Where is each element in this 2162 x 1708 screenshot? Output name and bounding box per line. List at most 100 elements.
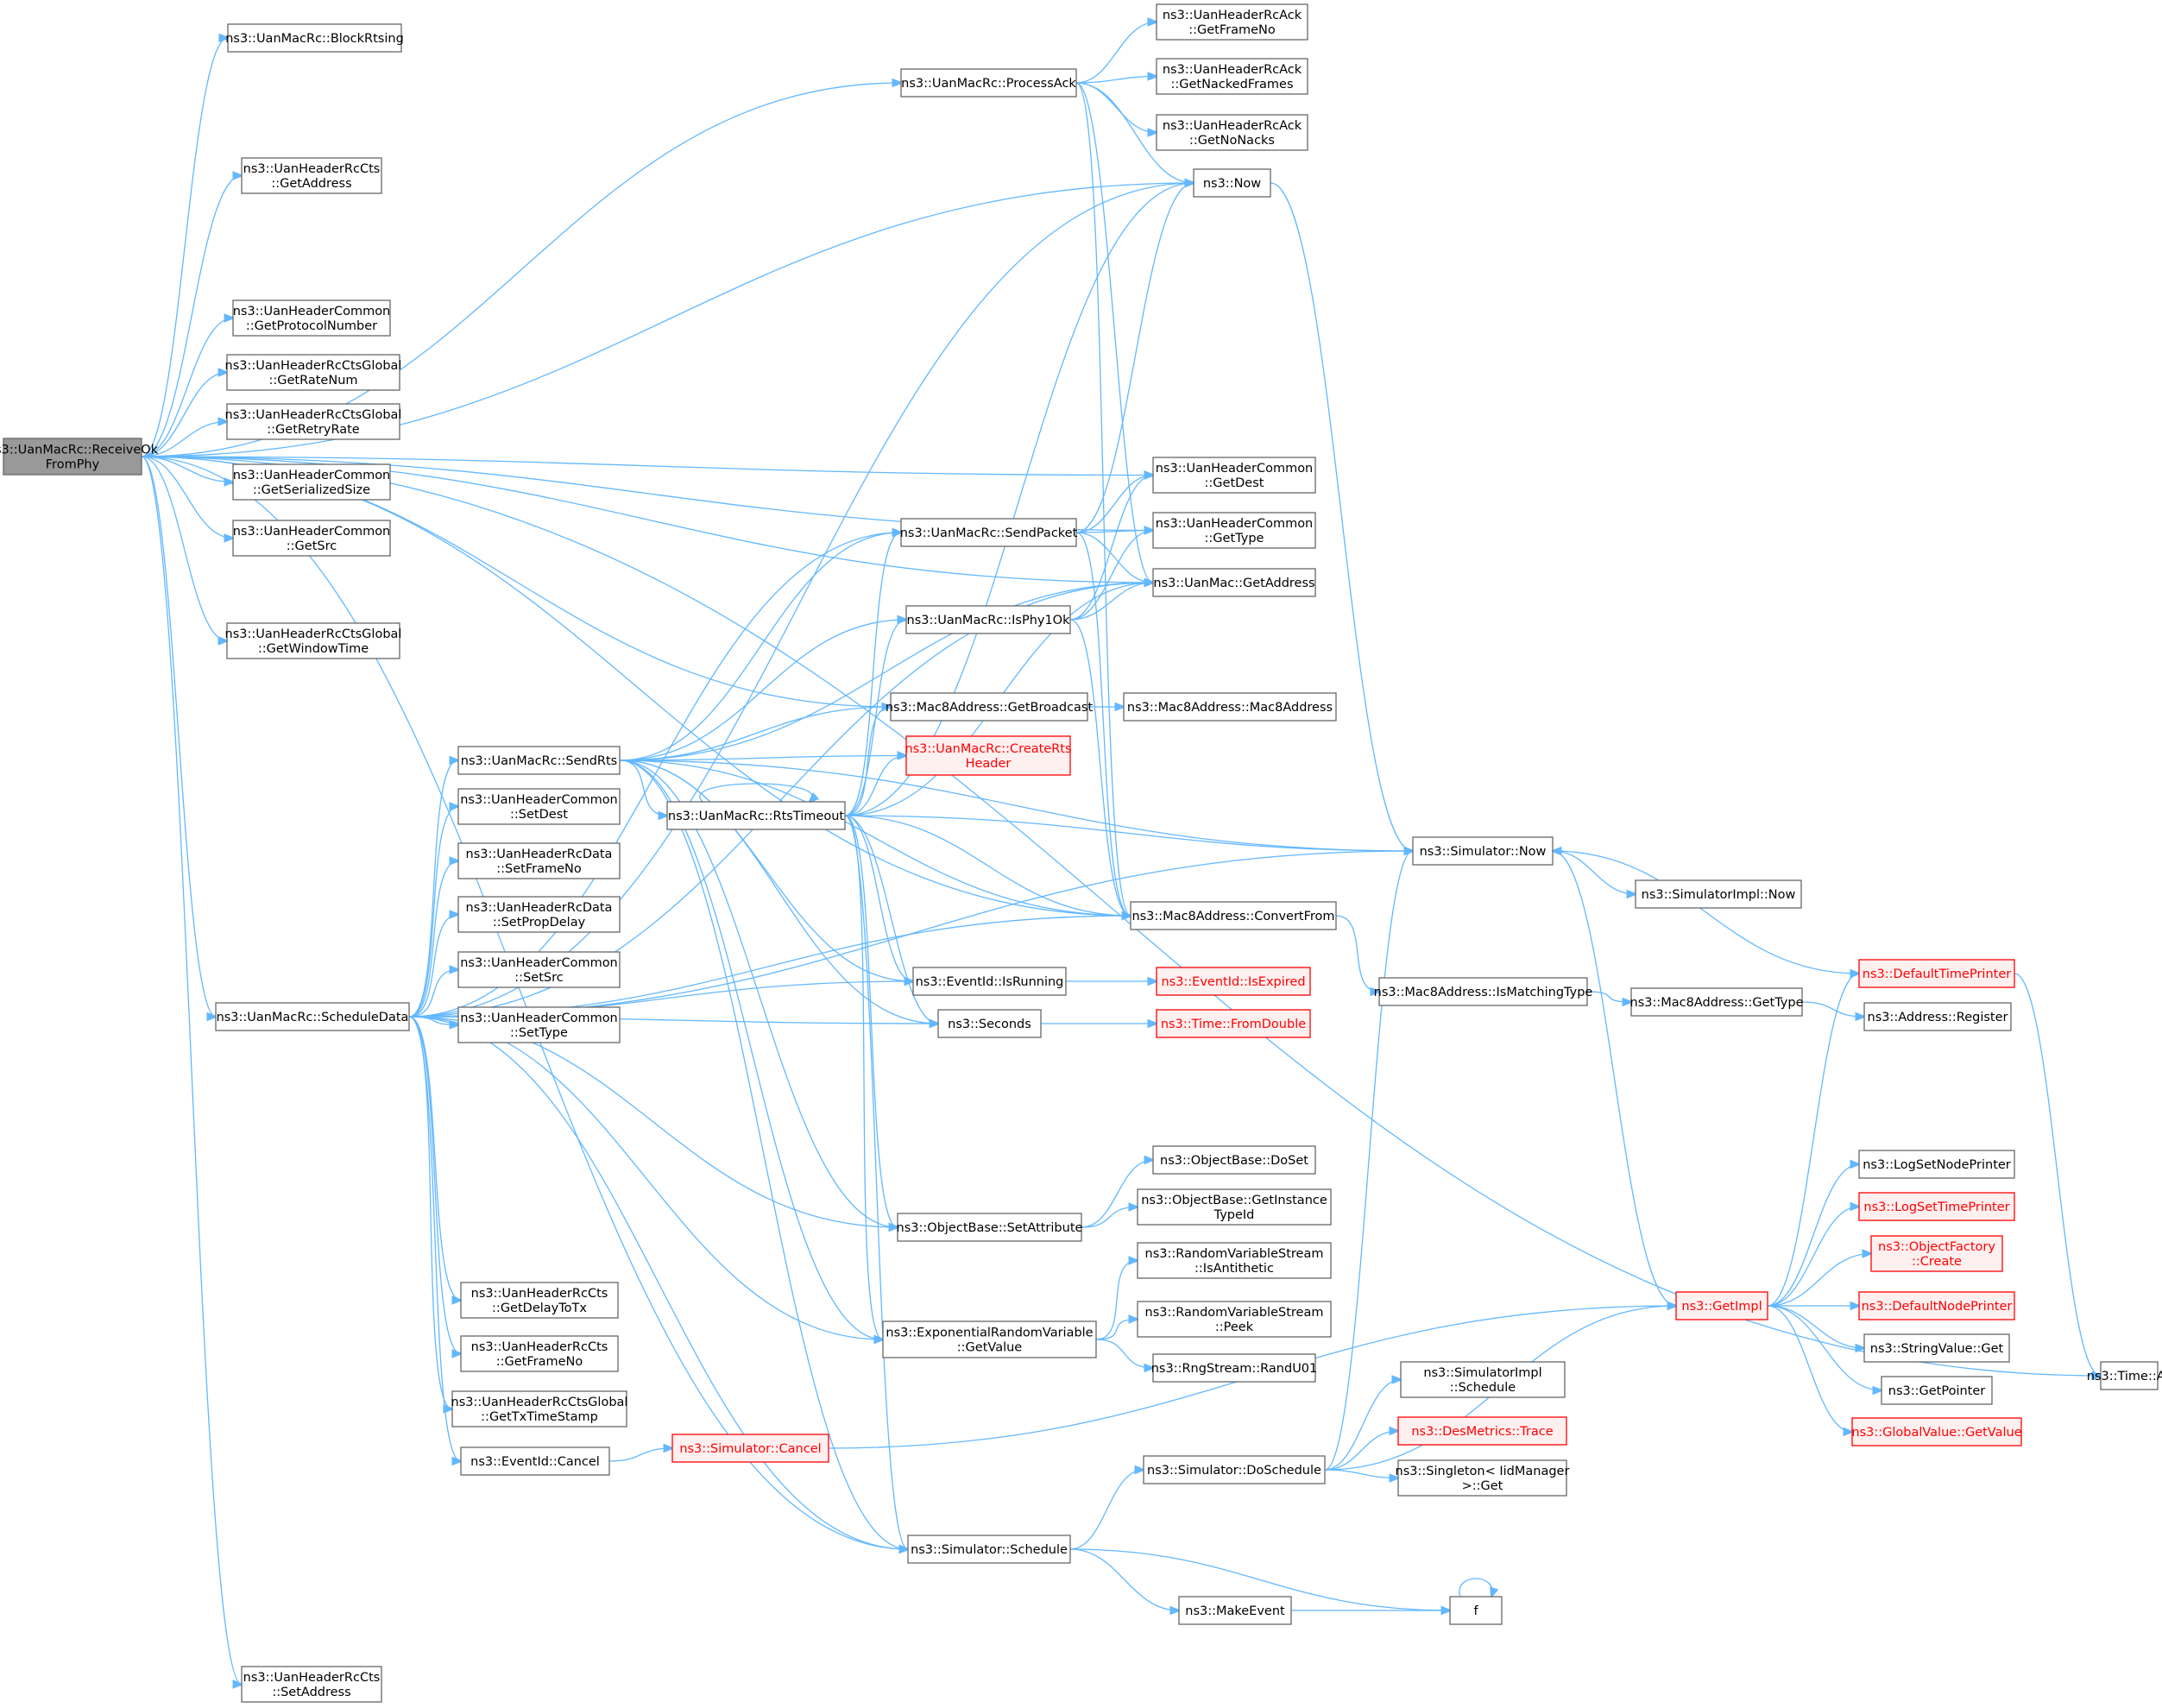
node-make-event[interactable]: ns3::MakeEvent — [1178, 1596, 1292, 1625]
node-f[interactable]: f — [1449, 1596, 1503, 1625]
node-log-set-time-printer[interactable]: ns3::LogSetTimePrinter — [1858, 1192, 2015, 1221]
node-is-expired[interactable]: ns3::EventId::IsExpired — [1156, 967, 1311, 996]
node-set-attribute[interactable]: ns3::ObjectBase::SetAttribute — [897, 1213, 1083, 1242]
node-data-set-prop-delay[interactable]: ns3::UanHeaderRcData::SetPropDelay — [457, 896, 621, 933]
node-common-get-proto[interactable]: ns3::UanHeaderCommon::GetProtocolNumber — [232, 299, 391, 337]
node-is-matching-type[interactable]: ns3::Mac8Address::IsMatchingType — [1374, 977, 1593, 1006]
node-peek[interactable]: ns3::RandomVariableStream::Peek — [1137, 1301, 1332, 1338]
node-label-line: ::SetSrc — [514, 971, 563, 985]
edge-rts-timeout-to-now — [844, 183, 1194, 816]
node-rand-u01[interactable]: ns3::RngStream::RandU01 — [1151, 1353, 1318, 1383]
node-process-ack[interactable]: ns3::UanMacRc::ProcessAck — [900, 68, 1077, 98]
node-label-line: ns3::Mac8Address::IsMatchingType — [1374, 986, 1593, 999]
node-event-cancel[interactable]: ns3::EventId::Cancel — [460, 1446, 610, 1476]
node-do-set[interactable]: ns3::ObjectBase::DoSet — [1152, 1145, 1316, 1175]
node-string-value-get[interactable]: ns3::StringValue::Get — [1863, 1333, 2010, 1363]
node-log-set-node-printer[interactable]: ns3::LogSetNodePrinter — [1858, 1150, 2015, 1179]
node-common-set-dest[interactable]: ns3::UanHeaderCommon::SetDest — [457, 788, 621, 825]
node-addr-register[interactable]: ns3::Address::Register — [1863, 1002, 2012, 1031]
node-label-line: ns3::UanHeaderCommon — [1156, 517, 1314, 531]
node-impl-now[interactable]: ns3::SimulatorImpl::Now — [1635, 879, 1802, 909]
node-mac8-ctor[interactable]: ns3::Mac8Address::Mac8Address — [1123, 692, 1337, 722]
node-box — [1378, 977, 1588, 1006]
node-cts-get-addr[interactable]: ns3::UanHeaderRcCts::GetAddress — [241, 157, 382, 194]
node-from-double[interactable]: ns3::Time::FromDouble — [1156, 1009, 1311, 1038]
node-common-get-src[interactable]: ns3::UanHeaderCommon::GetSrc — [232, 520, 391, 557]
node-is-antithetic[interactable]: ns3::RandomVariableStream::IsAntithetic — [1137, 1242, 1332, 1279]
node-event-is-running[interactable]: ns3::EventId::IsRunning — [912, 967, 1067, 996]
node-common-get-type[interactable]: ns3::UanHeaderCommon::GetType — [1152, 512, 1316, 549]
node-box — [912, 967, 1067, 996]
node-mac8-get-type[interactable]: ns3::Mac8Address::GetType — [1630, 987, 1804, 1017]
node-common-set-type[interactable]: ns3::UanHeaderCommon::SetType — [457, 1006, 621, 1043]
node-box — [897, 1213, 1082, 1242]
node-time-as[interactable]: ns3::Time::As — [2087, 1361, 2162, 1390]
node-label-line: ns3::Time::FromDouble — [1161, 1018, 1306, 1031]
node-is-phy1-ok[interactable]: ns3::UanMacRc::IsPhy1Ok — [905, 605, 1071, 634]
node-common-set-src[interactable]: ns3::UanHeaderCommon::SetSrc — [457, 951, 621, 988]
node-ack-get-nacked-frames[interactable]: ns3::UanHeaderRcAck::GetNackedFrames — [1156, 58, 1308, 95]
node-singleton-get[interactable]: ns3::Singleton< IidManager >::Get — [1396, 1459, 1570, 1497]
node-glob-get-retry-rate[interactable]: ns3::UanHeaderRcCtsGlobal::GetRetryRate — [225, 403, 402, 440]
node-label-line: ::SetFrameNo — [496, 862, 582, 876]
node-label-line: ns3::UanHeaderRcCtsGlobal — [225, 408, 402, 422]
node-label-line: ns3::UanMacRc::ProcessAck — [901, 77, 1076, 91]
node-exp-get-value[interactable]: ns3::ExponentialRandomVariable::GetValue — [882, 1320, 1097, 1358]
edge-rts-timeout-to-send-packet — [844, 533, 901, 816]
node-sim-now[interactable]: ns3::Simulator::Now — [1412, 836, 1554, 866]
node-impl-schedule[interactable]: ns3::SimulatorImpl::Schedule — [1400, 1361, 1566, 1398]
node-uan-mac-get-addr[interactable]: ns3::UanMac::GetAddress — [1152, 568, 1316, 597]
node-ack-get-no-nacks[interactable]: ns3::UanHeaderRcAck::GetNoNacks — [1156, 114, 1308, 151]
node-label-line: ::Create — [1912, 1255, 1962, 1269]
node-get-impl[interactable]: ns3::GetImpl — [1675, 1291, 1768, 1320]
node-glob-get-rate-num[interactable]: ns3::UanHeaderRcCtsGlobal::GetRateNum — [225, 354, 402, 391]
node-seconds[interactable]: ns3::Seconds — [937, 1009, 1042, 1038]
node-label-line: ns3::UanHeaderCommon — [233, 305, 391, 318]
node-cts-get-frame-no[interactable]: ns3::UanHeaderRcCts::GetFrameNo — [460, 1335, 619, 1372]
node-ack-get-frame-no[interactable]: ns3::UanHeaderRcAck::GetFrameNo — [1156, 3, 1308, 41]
node-box — [460, 1335, 619, 1372]
node-label-line: ns3::ObjectBase::DoSet — [1160, 1154, 1308, 1168]
node-default-node-printer[interactable]: ns3::DefaultNodePrinter — [1858, 1291, 2015, 1320]
node-box — [1156, 967, 1311, 996]
node-data-set-frame-no[interactable]: ns3::UanHeaderRcData::SetFrameNo — [457, 842, 621, 879]
edge-do-schedule-to-sim-now — [1324, 851, 1413, 1471]
node-glob-get-window-time[interactable]: ns3::UanHeaderRcCtsGlobal::GetWindowTime — [225, 622, 402, 659]
node-block-rtsing[interactable]: ns3::UanMacRc::BlockRtsing — [225, 23, 404, 53]
edge-get-impl-to-obj-factory-create — [1767, 1254, 1871, 1307]
edges-layer — [141, 22, 2101, 1685]
node-convert-from[interactable]: ns3::Mac8Address::ConvertFrom — [1130, 901, 1337, 930]
node-do-schedule[interactable]: ns3::Simulator::DoSchedule — [1143, 1455, 1326, 1484]
node-obj-factory-create[interactable]: ns3::ObjectFactory::Create — [1870, 1235, 2003, 1272]
edge-sim-now-to-get-impl — [1552, 850, 1676, 1306]
node-common-get-dest[interactable]: ns3::UanHeaderCommon::GetDest — [1152, 457, 1316, 494]
node-glob-get-tx-time-stamp[interactable]: ns3::UanHeaderRcCtsGlobal::GetTxTimeStam… — [451, 1390, 628, 1428]
node-schedule-data[interactable]: ns3::UanMacRc::ScheduleData — [215, 1002, 410, 1031]
node-now[interactable]: ns3::Now — [1193, 168, 1271, 198]
node-sim-cancel[interactable]: ns3::Simulator::Cancel — [671, 1434, 829, 1463]
node-label-line: ns3::UanHeaderRcAck — [1163, 9, 1302, 22]
edge-is-phy1-ok-to-uan-mac-get-addr — [1069, 583, 1153, 621]
node-cts-set-addr[interactable]: ns3::UanHeaderRcCts::SetAddress — [241, 1666, 382, 1703]
node-label-line: ns3::ObjectFactory — [1878, 1240, 1995, 1254]
node-global-value-get-value[interactable]: ns3::GlobalValue::GetValue — [1851, 1417, 2022, 1446]
node-box — [1143, 1455, 1326, 1484]
node-des-trace[interactable]: ns3::DesMetrics::Trace — [1397, 1416, 1567, 1446]
node-send-rts[interactable]: ns3::UanMacRc::SendRts — [457, 746, 621, 775]
edge-schedule-data-to-event-cancel — [408, 1016, 461, 1461]
edge-process-ack-to-uan-mac-get-addr — [1075, 82, 1153, 583]
node-common-get-ser-size[interactable]: ns3::UanHeaderCommon::GetSerializedSize — [232, 463, 391, 501]
node-label-line: ns3::Time::As — [2087, 1370, 2162, 1383]
edge-is-phy1-ok-to-convert-from — [1069, 619, 1131, 916]
node-label-line: ns3::Mac8Address::GetBroadcast — [886, 701, 1094, 715]
node-get-pointer[interactable]: ns3::GetPointer — [1881, 1376, 1993, 1405]
node-send-packet[interactable]: ns3::UanMacRc::SendPacket — [900, 518, 1078, 547]
node-get-broadcast[interactable]: ns3::Mac8Address::GetBroadcast — [886, 692, 1094, 722]
node-rts-timeout[interactable]: ns3::UanMacRc::RtsTimeout — [666, 801, 846, 830]
node-sim-schedule[interactable]: ns3::Simulator::Schedule — [907, 1535, 1071, 1564]
node-default-time-printer[interactable]: ns3::DefaultTimePrinter — [1858, 959, 2015, 988]
node-cts-get-delay-to-tx[interactable]: ns3::UanHeaderRcCts::GetDelayToTx — [460, 1282, 619, 1319]
